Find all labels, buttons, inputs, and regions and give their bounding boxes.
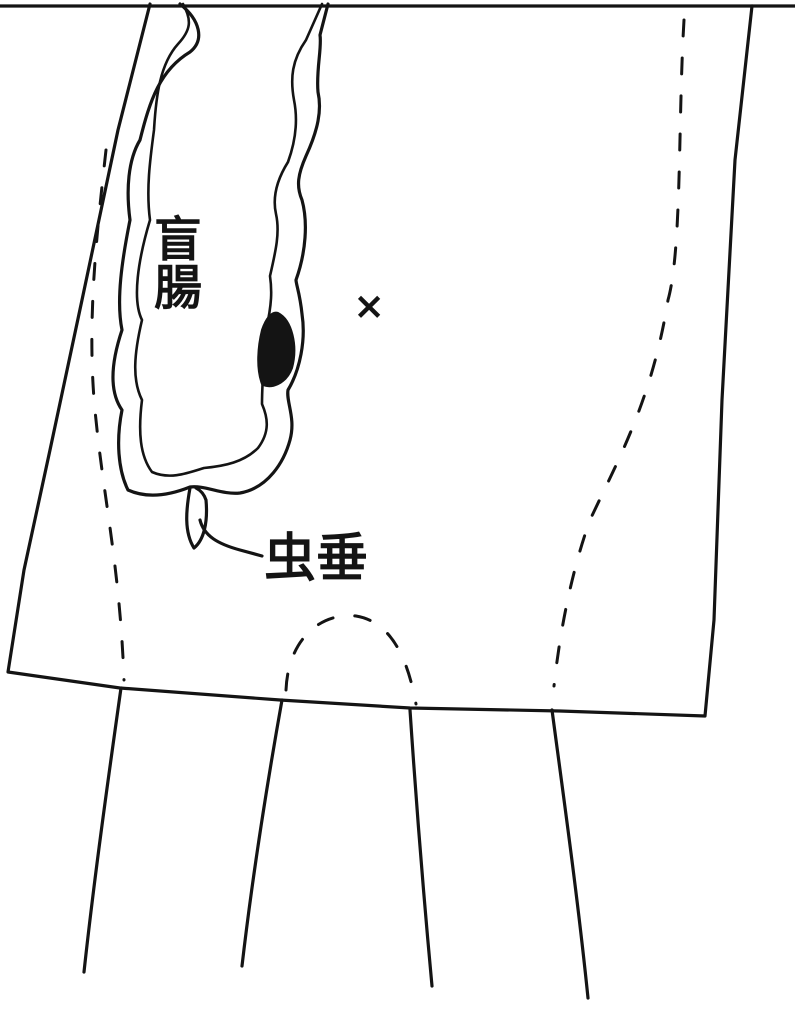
appendix-label: 虫垂 bbox=[264, 529, 368, 589]
dark-mass bbox=[257, 311, 296, 388]
leg-line-2 bbox=[240, 698, 284, 968]
cecum-outer-wall bbox=[111, 2, 330, 497]
torso-outline bbox=[6, 2, 754, 718]
cecum-inner-wall bbox=[133, 2, 324, 477]
marker-x: × bbox=[354, 286, 384, 327]
right-dashed-contour bbox=[552, 18, 686, 688]
appendix-shape bbox=[185, 486, 209, 550]
leg-line-3 bbox=[408, 708, 434, 988]
left-dashed-contour bbox=[90, 148, 126, 682]
appendix-leader-line bbox=[198, 518, 264, 558]
central-dashed-arch bbox=[284, 614, 418, 706]
leg-line-1 bbox=[82, 686, 123, 974]
cecum-label: 盲腸 bbox=[145, 214, 201, 310]
leg-line-4 bbox=[550, 708, 590, 1000]
